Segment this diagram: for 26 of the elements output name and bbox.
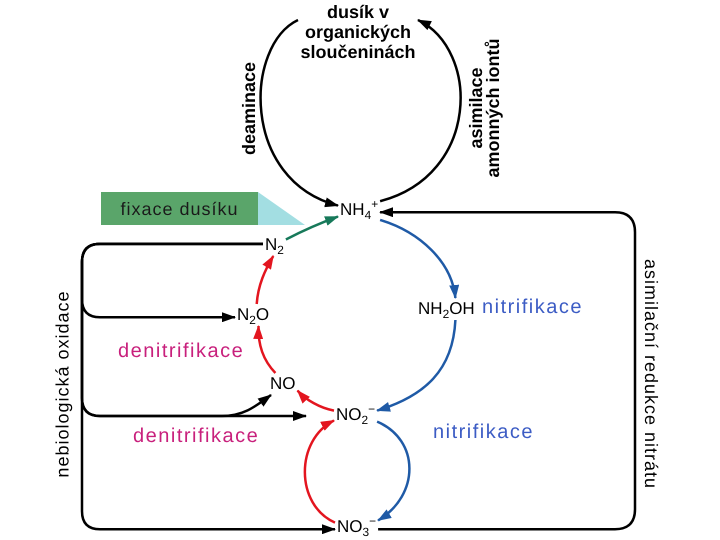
arrow xyxy=(260,18,339,207)
edge-label: deaminace xyxy=(240,61,258,155)
formula-label: NO xyxy=(268,373,298,395)
process-label: denitrifikace xyxy=(133,425,260,447)
arrow xyxy=(80,242,336,534)
edge-label: nebiologická oxidace xyxy=(52,290,72,478)
arrow xyxy=(380,18,462,202)
arrow xyxy=(376,420,411,522)
arrow xyxy=(296,390,334,412)
callout-box: fixace dusíku xyxy=(101,192,258,225)
formula-label: NH$_{2}$OH xyxy=(416,298,477,320)
edge-label: asimilační redukce nitrátu xyxy=(641,258,662,490)
arrow xyxy=(255,255,274,304)
arrow xyxy=(285,215,339,241)
arrow xyxy=(304,419,336,524)
arrow xyxy=(253,325,276,374)
edge-label: asimilace amonných iontů xyxy=(468,38,502,180)
arrow xyxy=(376,320,457,412)
arrow xyxy=(378,207,636,530)
process-label: denitrifikace xyxy=(118,340,244,362)
process-label: nitrifikace xyxy=(482,296,583,318)
process-label: nitrifikace xyxy=(433,421,534,443)
arrow xyxy=(380,218,458,299)
formula-label: N$_{2}$O xyxy=(235,304,272,326)
node-label: dusík v organických sloučeninách xyxy=(298,2,418,62)
formula-label: N$_{2}$ xyxy=(263,234,286,256)
